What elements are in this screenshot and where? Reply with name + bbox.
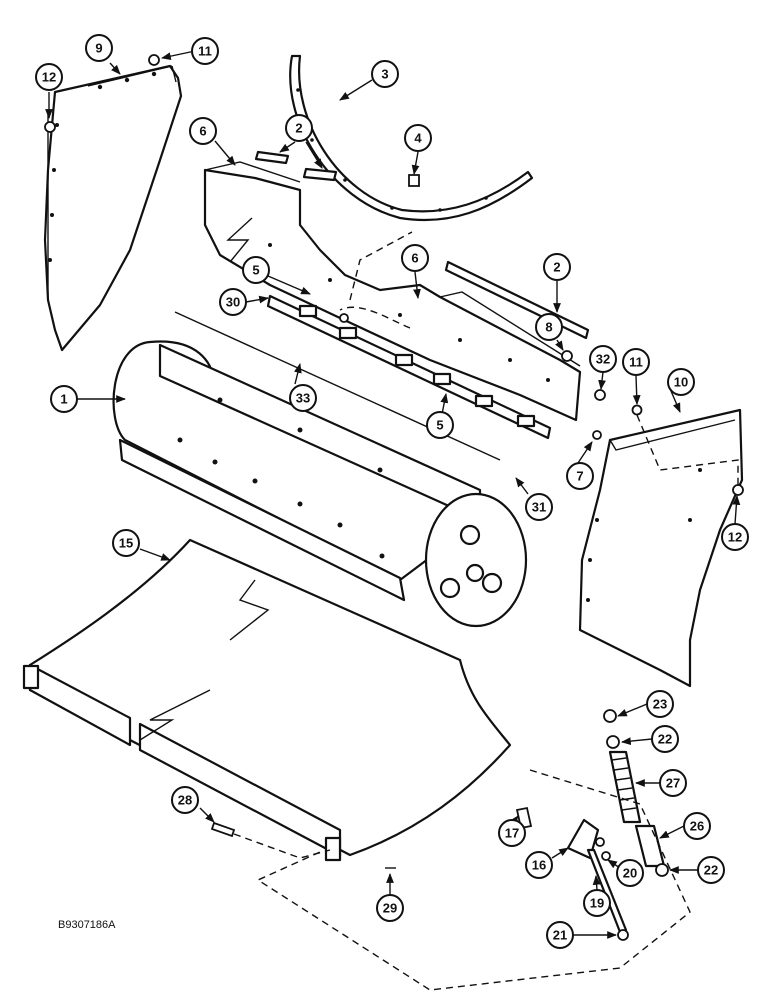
- washer-22-upper: [606, 735, 620, 749]
- nut-8: [561, 350, 573, 362]
- rotor-drum: [112, 340, 528, 628]
- svg-text:5: 5: [436, 418, 443, 433]
- svg-text:20: 20: [623, 866, 637, 881]
- support-channel: [203, 161, 582, 422]
- callout-10: 10: [667, 368, 695, 396]
- svg-text:4: 4: [414, 131, 422, 146]
- callout-11-upper: 11: [191, 37, 219, 65]
- callout-2-right: 2: [543, 253, 571, 281]
- svg-text:2: 2: [295, 121, 302, 136]
- bolt-4: [408, 174, 420, 187]
- callout-16: 16: [525, 851, 553, 879]
- callout-30: 30: [219, 288, 247, 316]
- plate-2-upper: [254, 150, 338, 182]
- svg-text:29: 29: [383, 901, 397, 916]
- svg-text:22: 22: [704, 863, 718, 878]
- callout-9: 9: [85, 34, 113, 62]
- callout-21: 21: [546, 921, 574, 949]
- callout-11-right: 11: [622, 348, 650, 376]
- svg-text:22: 22: [658, 732, 672, 747]
- svg-text:3: 3: [381, 67, 388, 82]
- callout-22-upper: 22: [651, 725, 679, 753]
- bolt-7: [592, 430, 602, 440]
- callout-7: 7: [566, 462, 594, 490]
- callout-12-right: 12: [721, 523, 749, 551]
- svg-text:10: 10: [674, 375, 688, 390]
- bolt-28: [210, 821, 236, 838]
- right-side-panel: [578, 408, 744, 688]
- callout-15: 15: [112, 529, 140, 557]
- callout-2-upper: 2: [285, 114, 313, 142]
- callout-17: 17: [498, 819, 526, 847]
- svg-text:31: 31: [532, 500, 546, 515]
- svg-text:21: 21: [553, 928, 567, 943]
- svg-text:19: 19: [590, 896, 604, 911]
- svg-text:16: 16: [532, 858, 546, 873]
- callout-8: 8: [535, 313, 563, 341]
- svg-text:5: 5: [252, 263, 259, 278]
- callout-5-upper: 5: [242, 256, 270, 284]
- callout-4: 4: [404, 124, 432, 152]
- svg-text:26: 26: [690, 819, 704, 834]
- callout-32: 32: [589, 345, 617, 373]
- callout-19: 19: [583, 889, 611, 917]
- svg-text:9: 9: [95, 41, 102, 56]
- concave-sheet: [22, 538, 512, 862]
- svg-text:17: 17: [505, 826, 519, 841]
- svg-text:12: 12: [728, 530, 742, 545]
- svg-text:11: 11: [629, 355, 643, 370]
- figure-id: B9307186A: [58, 919, 116, 931]
- callout-20: 20: [616, 859, 644, 887]
- svg-text:27: 27: [666, 776, 680, 791]
- callout-6-left: 6: [189, 117, 217, 145]
- callout-3: 3: [371, 60, 399, 88]
- leader-lines: [45, 50, 741, 939]
- svg-text:33: 33: [296, 391, 310, 406]
- callout-6-right: 6: [401, 244, 429, 272]
- svg-text:23: 23: [653, 697, 667, 712]
- nut-12-left: [44, 121, 56, 133]
- svg-text:15: 15: [119, 536, 133, 551]
- svg-text:2: 2: [553, 260, 560, 275]
- nut-19-20: [595, 837, 611, 861]
- callout-26: 26: [683, 812, 711, 840]
- nut-32: [594, 389, 606, 401]
- svg-text:8: 8: [545, 320, 552, 335]
- callout-33: 33: [289, 384, 317, 412]
- svg-text:11: 11: [198, 44, 212, 59]
- callout-22-lower: 22: [697, 856, 725, 884]
- svg-text:7: 7: [576, 469, 583, 484]
- svg-text:1: 1: [60, 392, 67, 407]
- svg-text:28: 28: [178, 793, 192, 808]
- bolt-11-upper: [148, 54, 160, 66]
- bolt-11-right: [631, 404, 643, 416]
- callout-12-left: 12: [35, 63, 63, 91]
- callout-31: 31: [525, 493, 553, 521]
- nut-12-right: [732, 484, 744, 496]
- callout-29: 29: [376, 894, 404, 922]
- callout-5-lower: 5: [426, 411, 454, 439]
- washer-22-lower: [655, 863, 669, 877]
- callout-28: 28: [171, 786, 199, 814]
- callout-1: 1: [50, 385, 78, 413]
- svg-text:6: 6: [411, 251, 418, 266]
- svg-text:32: 32: [596, 352, 610, 367]
- left-side-panel: [43, 64, 183, 352]
- svg-text:30: 30: [226, 295, 240, 310]
- nut-23: [603, 709, 617, 723]
- svg-text:6: 6: [199, 124, 206, 139]
- callout-27: 27: [659, 769, 687, 797]
- bracket-16: [566, 818, 600, 860]
- spring-27: [608, 750, 642, 824]
- callout-23: 23: [646, 690, 674, 718]
- svg-text:12: 12: [42, 70, 56, 85]
